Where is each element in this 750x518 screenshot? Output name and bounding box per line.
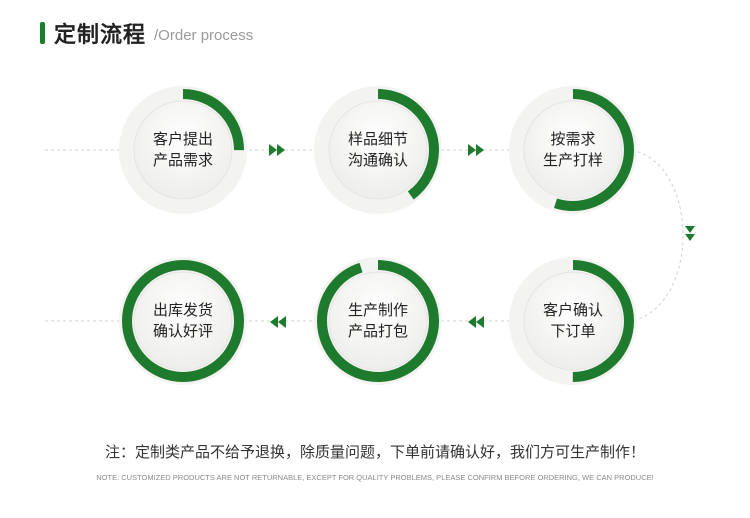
dashed-connector-curve <box>631 149 684 322</box>
process-step-1 <box>119 86 247 214</box>
step-inner-circle <box>133 271 233 371</box>
step-label-line-2: 沟通确认 <box>347 151 408 169</box>
step-inner-circle <box>328 100 428 200</box>
step-inner-circle <box>133 100 233 200</box>
step-label-4: 客户确认下订单 <box>518 300 628 342</box>
page-title: 定制流程 <box>54 23 147 48</box>
process-step-6 <box>119 257 247 385</box>
process-step-4 <box>509 257 637 385</box>
step-label-line-1: 按需求 <box>550 130 596 148</box>
step-inner-circle <box>523 100 623 200</box>
step-label-2: 样品细节沟通确认 <box>323 129 433 171</box>
header-accent-bar <box>40 22 45 44</box>
step-label-line-2: 确认好评 <box>152 322 213 340</box>
arrow-left-icon <box>468 316 484 328</box>
step-inner-circle <box>328 271 428 371</box>
process-step-3 <box>509 86 637 214</box>
step-progress-ring <box>122 260 244 382</box>
process-flow-diagram <box>45 86 695 385</box>
step-label-line-1: 客户确认 <box>542 301 603 319</box>
step-label-line-1: 生产制作 <box>347 301 408 319</box>
note-chinese: 注：定制类产品不给予退换，除质量问题，下单前请确认好，我们方可生产制作！ <box>104 443 645 461</box>
step-label-line-2: 生产打样 <box>542 151 603 169</box>
step-label-3: 按需求生产打样 <box>518 129 628 171</box>
step-progress-ring <box>317 260 439 382</box>
arrow-right-icon <box>468 144 484 156</box>
step-label-line-2: 产品打包 <box>347 322 408 340</box>
process-step-5 <box>314 257 442 385</box>
step-inner-circle <box>523 271 623 371</box>
step-label-6: 出库发货确认好评 <box>128 300 238 342</box>
arrow-down-icon <box>685 226 695 241</box>
step-label-line-2: 下订单 <box>550 322 596 340</box>
process-step-2 <box>314 86 442 214</box>
step-label-5: 生产制作产品打包 <box>323 300 433 342</box>
page-subtitle: /Order process <box>154 27 254 44</box>
step-progress-ring <box>512 89 634 211</box>
arrow-left-icon <box>270 316 286 328</box>
step-progress-ring <box>512 260 634 382</box>
step-label-line-2: 产品需求 <box>152 151 213 169</box>
arrow-right-icon <box>269 144 285 156</box>
note-english: NOTE: CUSTOMIZED PRODUCTS ARE NOT RETURN… <box>96 473 654 482</box>
step-label-line-1: 出库发货 <box>152 301 213 319</box>
step-progress-ring <box>122 89 244 211</box>
step-label-1: 客户提出产品需求 <box>128 129 238 171</box>
step-label-line-1: 客户提出 <box>152 130 213 148</box>
section-header: 定制流程 /Order process <box>40 20 254 48</box>
step-label-line-1: 样品细节 <box>347 130 408 148</box>
step-progress-ring <box>317 89 439 211</box>
